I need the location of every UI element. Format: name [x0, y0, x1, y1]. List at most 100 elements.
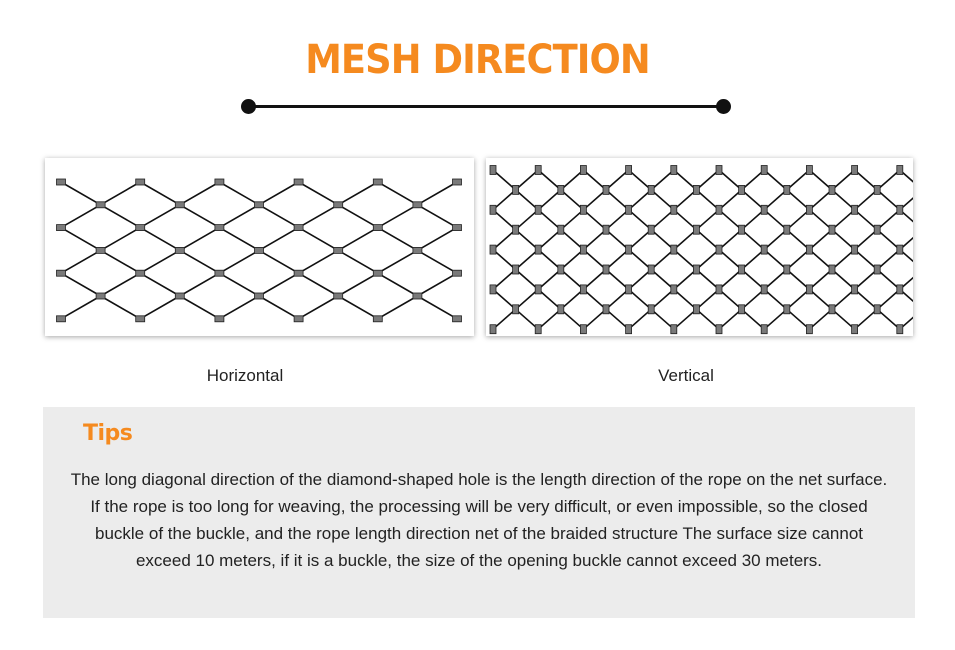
- mesh-strand: [492, 189, 517, 211]
- mesh-strand: [377, 272, 418, 297]
- mesh-strand: [628, 248, 652, 271]
- mesh-strand: [219, 204, 260, 229]
- mesh-strand: [417, 295, 458, 320]
- mesh-ferrule: [738, 224, 746, 235]
- mesh-ferrule: [56, 224, 66, 231]
- mesh-strand: [628, 229, 652, 251]
- mesh-strand: [298, 249, 339, 274]
- mesh-strand: [831, 268, 856, 291]
- mesh-strand: [854, 169, 878, 191]
- mesh-ferrule: [805, 244, 813, 255]
- mesh-ferrule: [873, 184, 881, 195]
- mesh-strand: [650, 308, 675, 330]
- mesh-strand: [899, 197, 913, 211]
- mesh-ferrule: [715, 324, 723, 335]
- mesh-ferrule: [828, 184, 836, 195]
- mesh-ferrule: [715, 244, 723, 255]
- mesh-strand: [179, 295, 220, 320]
- mesh-strand: [695, 268, 720, 291]
- mesh-strand: [876, 169, 901, 191]
- mesh-strand: [650, 268, 675, 291]
- mesh-strand: [673, 288, 697, 310]
- mesh-ferrule: [174, 292, 185, 300]
- mesh-ferrule: [95, 247, 106, 254]
- mesh-ferrule: [602, 224, 610, 235]
- mesh-ferrule: [715, 165, 723, 175]
- mesh-strand: [741, 169, 765, 191]
- mesh-ferrule: [896, 165, 904, 175]
- mesh-strand: [876, 268, 901, 291]
- mesh-ferrule: [452, 224, 462, 231]
- mesh-strand: [60, 295, 101, 320]
- mesh-strand: [537, 288, 562, 310]
- mesh-ferrule: [738, 264, 746, 275]
- mesh-ferrule: [534, 324, 542, 335]
- mesh-strand: [695, 308, 720, 330]
- mesh-ferrule: [293, 315, 304, 323]
- mesh-ferrule: [372, 269, 383, 277]
- mesh-ferrule: [625, 324, 633, 335]
- mesh-strand: [298, 181, 339, 206]
- mesh-strand: [786, 229, 810, 251]
- mesh-strand: [582, 229, 607, 251]
- mesh-strand: [854, 248, 878, 271]
- mesh-strand: [876, 209, 901, 231]
- mesh-strand: [258, 295, 299, 320]
- mesh-strand: [179, 204, 220, 229]
- mesh-strand: [831, 308, 856, 330]
- mesh-ferrule: [489, 284, 497, 295]
- vertical-mesh-diagram: [489, 165, 913, 335]
- mesh-ferrule: [670, 324, 678, 335]
- mesh-strand: [492, 229, 517, 251]
- mesh-ferrule: [692, 304, 700, 315]
- mesh-ferrule: [896, 244, 904, 255]
- mesh-strand: [695, 229, 720, 251]
- mesh-strand: [786, 288, 810, 310]
- mesh-strand: [377, 181, 418, 206]
- mesh-ferrule: [512, 264, 520, 275]
- horizontal-mesh-diagram: [56, 178, 462, 323]
- mesh-strand: [258, 181, 299, 206]
- mesh-strand: [60, 181, 101, 206]
- mesh-strand: [515, 209, 539, 231]
- mesh-strand: [582, 268, 607, 291]
- mesh-ferrule: [760, 165, 768, 175]
- mesh-ferrule: [135, 178, 146, 186]
- mesh-strand: [741, 268, 765, 291]
- mesh-strand: [337, 249, 379, 274]
- mesh-strand: [492, 209, 517, 231]
- mesh-ferrule: [333, 247, 344, 254]
- mesh-strand: [100, 272, 141, 297]
- mesh-ferrule: [135, 315, 146, 323]
- mesh-strand: [605, 169, 630, 191]
- mesh-strand: [808, 308, 833, 330]
- mesh-strand: [492, 308, 517, 330]
- mesh-strand: [808, 189, 833, 211]
- mesh-strand: [100, 204, 141, 229]
- mesh-ferrule: [760, 204, 768, 215]
- horizontal-caption: Horizontal: [206, 366, 284, 385]
- mesh-strand: [741, 209, 765, 231]
- mesh-ferrule: [692, 184, 700, 195]
- mesh-strand: [417, 272, 458, 297]
- mesh-strand: [417, 204, 458, 229]
- mesh-strand: [831, 229, 856, 251]
- mesh-strand: [899, 316, 913, 330]
- mesh-strand: [515, 308, 539, 330]
- mesh-strand: [60, 249, 101, 274]
- mesh-strand: [718, 248, 743, 271]
- mesh-ferrule: [828, 264, 836, 275]
- mesh-strand: [808, 248, 833, 271]
- mesh-strand: [808, 209, 833, 231]
- mesh-ferrule: [452, 315, 462, 323]
- mesh-ferrule: [412, 247, 423, 254]
- mesh-strand: [492, 248, 517, 271]
- mesh-ferrule: [214, 178, 225, 186]
- mesh-strand: [298, 272, 339, 297]
- vertical-caption: Vertical: [658, 366, 714, 385]
- mesh-ferrule: [783, 184, 791, 195]
- mesh-ferrule: [214, 269, 225, 277]
- mesh-strand: [298, 226, 339, 252]
- mesh-strand: [179, 249, 220, 274]
- mesh-strand: [605, 189, 630, 211]
